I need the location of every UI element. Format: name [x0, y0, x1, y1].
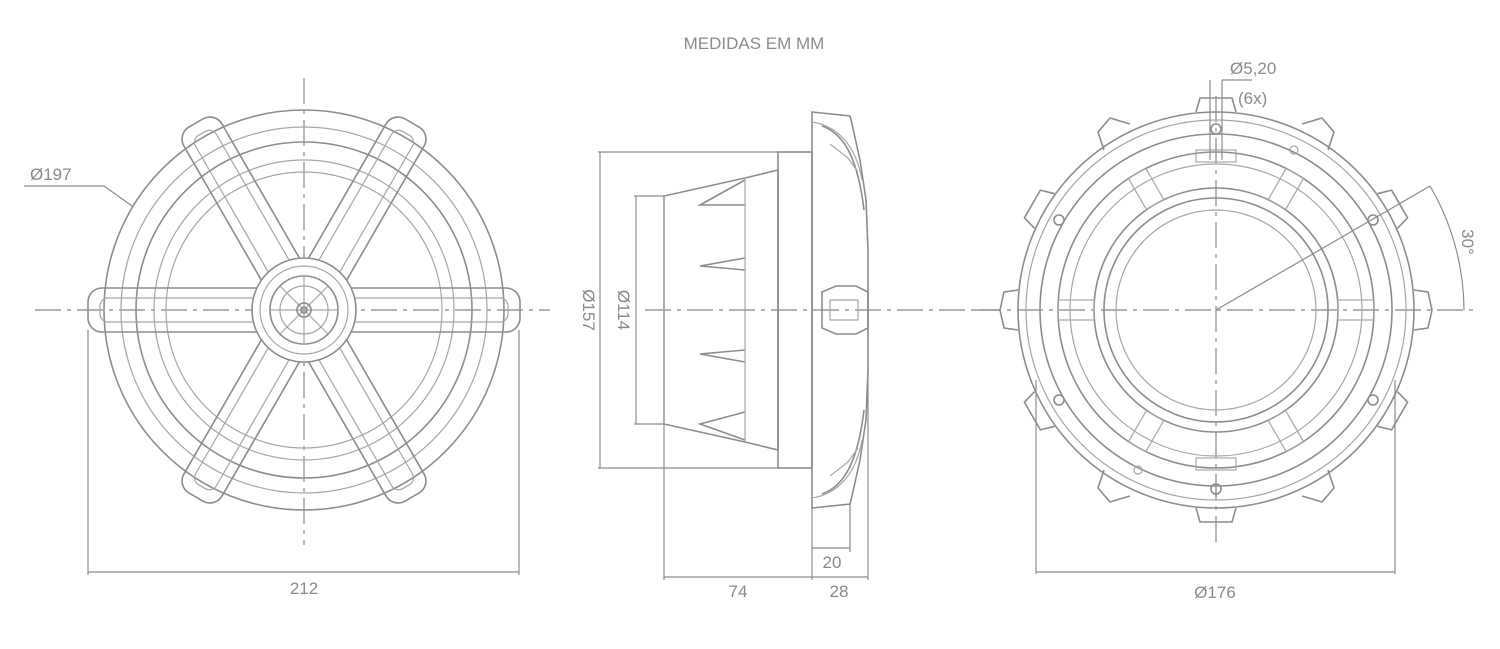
rear-hole-count-label: (6x): [1238, 89, 1267, 108]
rear-mounting-holes: [1053, 123, 1379, 495]
page-title: MEDIDAS EM MM: [684, 34, 825, 53]
rear-cutout-label: Ø176: [1194, 583, 1236, 602]
rear-basket-spokes: [1057, 149, 1375, 471]
front-ring-2: [120, 126, 488, 494]
side-outer-diameter-label: Ø157: [579, 289, 598, 331]
side-flange-label: 20: [823, 553, 842, 572]
front-ring-5: [165, 171, 443, 449]
mounting-hole-top: [1210, 123, 1222, 135]
front-outer-ring: [103, 109, 505, 511]
front-view: Ø197 212: [24, 78, 550, 598]
side-grille-clip: [821, 285, 869, 335]
side-view: Ø157 Ø114 20 74 28: [579, 111, 1000, 601]
front-hub: [251, 257, 357, 363]
front-diameter-label: Ø197: [30, 165, 72, 184]
front-diameter-leader: [24, 185, 133, 207]
side-inner-diameter-label: Ø114: [614, 290, 633, 330]
rear-angle-arc: [1429, 185, 1465, 311]
rear-mounting-tabs: [999, 97, 1433, 523]
rear-magnet-ring: [1103, 197, 1329, 423]
front-ring-3: [135, 141, 473, 479]
rear-view: Ø5,20 (6x) 30° Ø176: [975, 59, 1477, 602]
side-flange-total-label: 28: [830, 582, 849, 601]
front-ring-4: [153, 159, 455, 461]
side-depth-label: 74: [729, 582, 748, 601]
rear-outer-ring: [1017, 111, 1415, 509]
rear-hole-label: Ø5,20: [1230, 59, 1276, 78]
front-width-label: 212: [290, 579, 318, 598]
rear-angle-label: 30°: [1458, 229, 1477, 255]
rear-angle-line: [1215, 185, 1431, 311]
